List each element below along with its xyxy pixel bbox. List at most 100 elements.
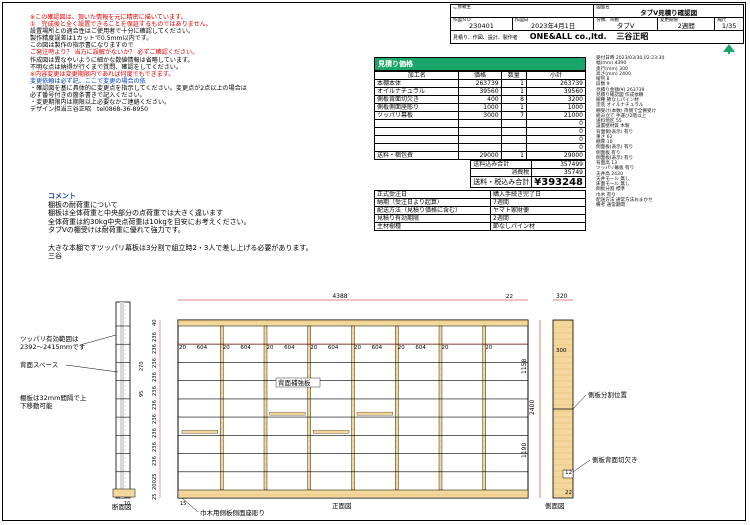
spec-line: 設置壁材質 木製 xyxy=(596,124,630,130)
comment-line: タブVの棚受けは耐荷重に優れて強力です。 xyxy=(48,226,185,235)
estimate-cell: 1000 xyxy=(525,103,587,112)
estimate-cell: オイルナチュラル xyxy=(373,87,460,96)
label-shelf-pitch: 棚板は32mm間隔で上 xyxy=(20,393,87,402)
spec-line: 重さ 62 xyxy=(596,134,613,140)
dim-row-height: 236 xyxy=(152,358,158,368)
dim-gap: 20 xyxy=(398,345,405,351)
estimate-cell: 3000 xyxy=(458,111,502,120)
estimate-cell xyxy=(373,119,460,128)
estimate-cell: 側板側面座彫り xyxy=(373,103,460,112)
dim-col-width: 604 xyxy=(372,345,383,351)
order-info-cell: 納期（受注日より起算） xyxy=(373,198,492,207)
dim-gap: 20 xyxy=(442,345,449,351)
drawing-name-cell: 図面名タブV見積り確認図 xyxy=(593,4,744,18)
dim-small: 15 xyxy=(180,501,186,507)
spec-line: 側面板(表示) 有り xyxy=(596,145,634,151)
estimate-cell xyxy=(500,135,527,144)
dim-gap: 20 xyxy=(310,345,317,351)
estimate-cell: 3200 xyxy=(525,95,587,104)
side-view xyxy=(552,319,574,499)
estimate-cell: 400 xyxy=(458,95,502,104)
order-info-row: 主材樹種節なしパイン材 xyxy=(373,222,586,231)
label-split-position: 側板分割位置 xyxy=(588,390,628,399)
spec-line: 側面板(表示) 有り xyxy=(596,155,634,161)
customer-cell: ご依頼主 xyxy=(449,4,595,18)
comment-line xyxy=(48,235,378,244)
spec-line: ツッパリ幕板 有り xyxy=(596,166,635,172)
estimate-cell xyxy=(500,119,527,128)
estimate-cell: 本棚本体 xyxy=(373,79,460,88)
spec-line: 側板分割 標準 xyxy=(596,187,626,193)
estimate-row: 0 xyxy=(373,119,587,128)
dim-height-total: 2400 xyxy=(529,400,536,415)
estimate-cell: 1000 xyxy=(458,103,502,112)
spec-line: 幅(mm) 4390 xyxy=(596,61,627,67)
order-info-cell: 配送方法（見積り価格に含む） xyxy=(373,206,492,215)
section-base xyxy=(112,488,136,498)
estimate-cell: 29000 xyxy=(525,151,587,160)
spec-line: 塗装 オイルナチュラル xyxy=(596,103,644,109)
estimate-cell xyxy=(458,135,502,144)
note-line: ・変更期限内は期限以上必要なかご連絡ください。 xyxy=(30,99,171,107)
order-info-cell: 節なしパイン材 xyxy=(490,222,586,231)
dim-col-width: 604 xyxy=(415,345,426,351)
spec-line: 側面板 有り xyxy=(596,150,621,156)
label-baseboard-groove: 巾木用側板側面座彫り xyxy=(200,508,265,517)
category-cell: 分類、背棚タブV xyxy=(593,17,658,31)
estimate-cell xyxy=(373,127,460,136)
label-shelf-pitch-2: 下移動可能 xyxy=(20,401,53,410)
estimate-cell: 送料・梱包費 xyxy=(373,151,460,160)
estimate-cell: 1 xyxy=(500,151,527,160)
total-value: ¥393248 xyxy=(531,176,586,188)
spec-line: 送料地区 55 xyxy=(596,119,622,124)
subtotal-value: 357499 xyxy=(531,160,586,169)
estimate-cell: 側板背面切欠き xyxy=(373,95,460,104)
company-logo-icon xyxy=(720,40,738,54)
order-info-row: 配送方法（見積り価格に含む）ヤマト家財便 xyxy=(373,206,586,215)
estimate-row: 0 xyxy=(373,135,587,144)
label-tsuppari-range: 2392〜2415mmです xyxy=(20,343,86,351)
leader-line xyxy=(65,364,119,373)
side-notch xyxy=(562,469,574,479)
estimate-cell: ツッパリ幕板 xyxy=(373,111,460,120)
label-back-space: 背面スペース xyxy=(20,360,58,369)
label-reinforcement: 背面補強板 xyxy=(278,378,311,387)
estimate-row: 0 xyxy=(373,127,587,136)
dim-row-height: 25 xyxy=(152,493,158,500)
tax-value: 35749 xyxy=(531,168,586,177)
dim-row-height: 236 xyxy=(152,344,158,354)
order-info-cell: 2週間 xyxy=(490,214,586,223)
spec-line: 奥行(mm) 300 xyxy=(596,66,628,72)
spec-line: 見積り金額(¥) 263739 xyxy=(596,87,645,93)
dim-row-height: 236 xyxy=(152,332,158,342)
section-view xyxy=(112,301,136,499)
dim-gap: 20 xyxy=(267,345,274,351)
dim-top-right: 22 xyxy=(506,294,513,300)
spec-line: 高さ(mm) 2400 xyxy=(596,71,631,77)
spec-line: 棚受け(本数) 両側で全棚受け xyxy=(596,108,657,114)
dim-row-height: 25 xyxy=(152,473,158,480)
comment-line: 棚板の耐荷重について xyxy=(48,200,118,209)
order-info-row: 正式受注日購入手続き完了日 xyxy=(373,190,586,199)
note-line: ご発注時より？ 当方に誤解がないか？ 必ずご確認ください。 xyxy=(30,49,199,57)
estimate-cell: 263739 xyxy=(525,79,587,88)
spec-line: 巾木 有り xyxy=(596,192,616,198)
leader-line xyxy=(572,459,591,473)
tax-label: 消費税 xyxy=(470,168,533,177)
dim-row-height: 236 xyxy=(152,442,158,452)
comment-line: 大きな本棚ですツッパリ幕板は3分割で組立時2・3人で差し上げる必要があります。 xyxy=(48,243,313,252)
dim-bottom: 22 xyxy=(565,490,572,496)
note-line: 変更依頼は必ず記、ここで変更の場合の依 xyxy=(30,77,146,85)
estimate-cell: 263739 xyxy=(458,79,502,88)
estimate-cell xyxy=(500,143,527,152)
estimate-cell xyxy=(500,127,527,136)
tsuppari-top-board xyxy=(177,319,529,327)
